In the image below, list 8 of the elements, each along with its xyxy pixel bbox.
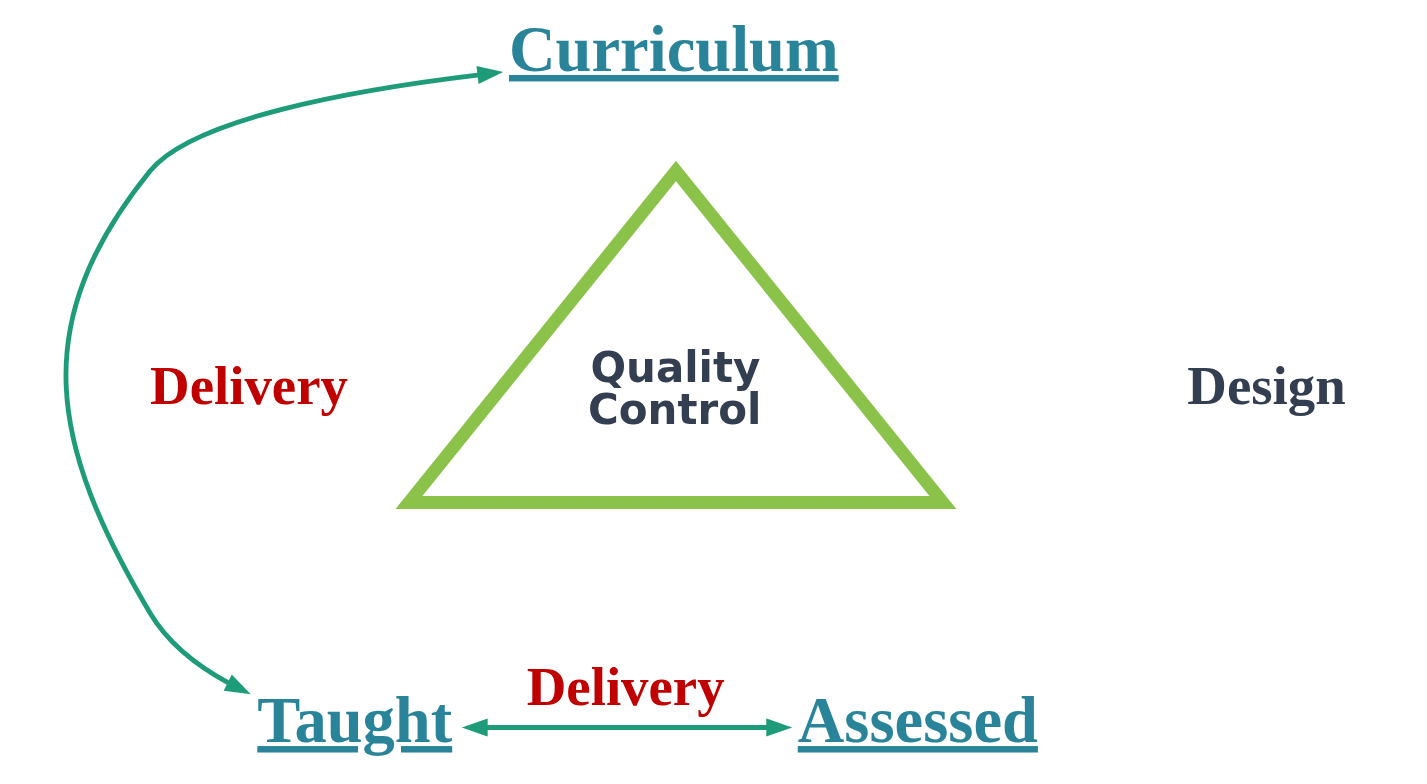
edge-label: Delivery [150,355,348,417]
edge-label: Delivery [526,656,725,718]
node-text: Taught [257,685,453,757]
node-text: Assessed [797,685,1038,757]
arrow [63,66,504,695]
node-text: Curriculum [508,13,839,85]
arrow [461,718,793,737]
label: Design [1187,355,1346,417]
